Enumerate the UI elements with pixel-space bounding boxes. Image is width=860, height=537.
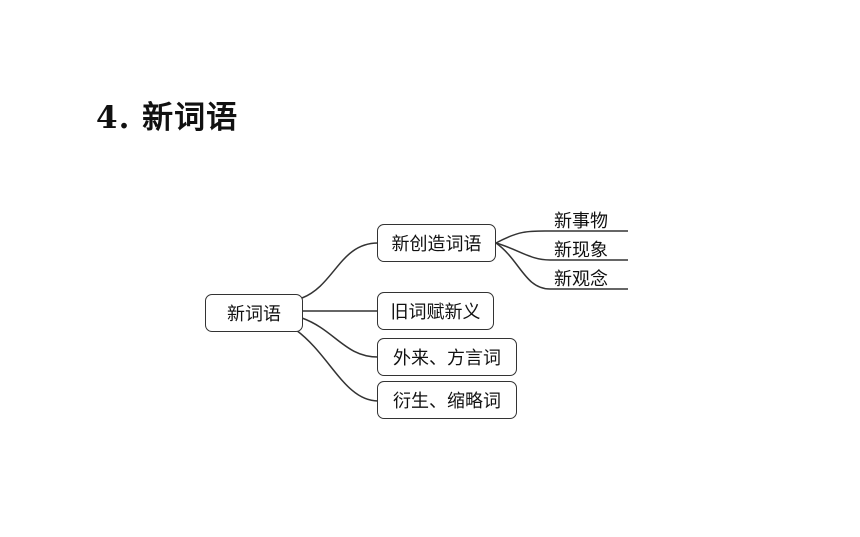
branch-node-derived-abbreviation: 衍生、缩略词 bbox=[377, 381, 517, 419]
root-node: 新词语 bbox=[205, 294, 303, 332]
leaf-new-things: 新事物 bbox=[554, 211, 608, 232]
connector-root-branch-1 bbox=[301, 242, 379, 299]
branch-node-new-coinage: 新创造词语 bbox=[377, 224, 496, 262]
connector-branch1-leaf-1 bbox=[495, 230, 628, 244]
branch-node-old-word-new-meaning: 旧词赋新义 bbox=[377, 292, 494, 330]
connector-root-branch-4 bbox=[295, 329, 379, 402]
connector-branch1-leaf-2 bbox=[495, 242, 628, 261]
connector-root-branch-3 bbox=[301, 317, 379, 358]
leaf-new-phenomena: 新现象 bbox=[554, 240, 608, 261]
page-title: 4. 新词语 bbox=[96, 100, 239, 136]
connector-branch1-leaf-3 bbox=[495, 242, 628, 290]
leaf-new-concepts: 新观念 bbox=[554, 269, 608, 290]
branch-node-loanword-dialect: 外来、方言词 bbox=[377, 338, 517, 376]
